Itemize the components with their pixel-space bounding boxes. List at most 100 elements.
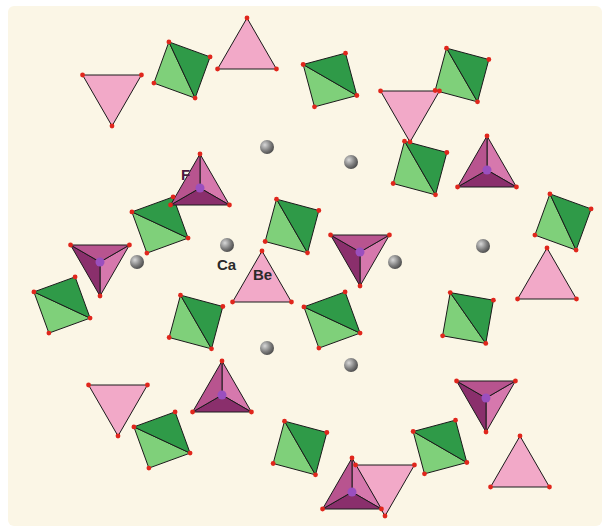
oxygen-atom — [353, 463, 358, 468]
oxygen-atom — [411, 429, 416, 434]
oxygen-atom — [208, 54, 213, 59]
oxygen-atom — [350, 456, 355, 461]
green-tetrahedron — [285, 421, 327, 475]
oxygen-atom — [391, 181, 396, 186]
oxygen-atom — [188, 451, 193, 456]
oxygen-atom — [320, 507, 325, 512]
oxygen-atom — [166, 40, 171, 45]
calcium-atom — [260, 140, 274, 154]
oxygen-atom — [88, 316, 93, 321]
oxygen-atom — [387, 233, 392, 238]
oxygen-atom — [316, 208, 321, 213]
oxygen-atom — [455, 185, 460, 190]
oxygen-atom — [144, 251, 149, 256]
green-tetrahedron — [181, 295, 223, 349]
oxygen-atom — [545, 246, 550, 251]
oxygen-atom — [146, 466, 151, 471]
green-tetrahedron — [34, 277, 90, 318]
oxygen-atom — [316, 346, 321, 351]
oxygen-atom — [313, 472, 318, 477]
calcium-atom — [220, 238, 234, 252]
f-tetrahedron — [323, 458, 352, 509]
oxygen-atom — [171, 195, 176, 200]
oxygen-atom — [440, 333, 445, 338]
oxygen-atom — [167, 335, 172, 340]
oxygen-atom — [245, 16, 250, 21]
atom-label: Be — [253, 266, 272, 283]
oxygen-atom — [168, 203, 173, 208]
be-tetrahedron — [491, 436, 550, 487]
oxygen-atom — [518, 434, 523, 439]
be-tetrahedron — [518, 248, 577, 299]
oxygen-atom — [589, 206, 594, 211]
oxygen-atom — [302, 304, 307, 309]
oxygen-atom — [152, 81, 157, 86]
oxygen-atom — [486, 57, 491, 62]
oxygen-atom — [116, 434, 121, 439]
calcium-atom — [344, 155, 358, 169]
oxygen-atom — [209, 346, 214, 351]
oxygen-atom — [86, 383, 91, 388]
oxygen-atom — [173, 410, 178, 415]
oxygen-atom — [271, 461, 276, 466]
oxygen-atom — [282, 419, 287, 424]
green-tetrahedron — [277, 199, 319, 253]
oxygen-atom — [190, 410, 195, 415]
green-tetrahedron — [413, 420, 467, 462]
oxygen-atom — [453, 418, 458, 423]
oxygen-atom — [186, 236, 191, 241]
oxygen-atom — [383, 514, 388, 519]
oxygen-atom — [515, 297, 520, 302]
oxygen-atom — [513, 379, 518, 384]
f-tetrahedron — [193, 361, 222, 412]
oxygen-atom — [402, 139, 407, 144]
oxygen-atom — [437, 89, 442, 94]
background-panel — [8, 6, 602, 526]
oxygen-atom — [274, 197, 279, 202]
calcium-atom — [476, 239, 490, 253]
calcium-atom — [130, 255, 144, 269]
fluorine-atom — [96, 258, 105, 267]
oxygen-atom — [130, 209, 135, 214]
oxygen-atom — [73, 275, 78, 280]
oxygen-atom — [263, 239, 268, 244]
f-tetrahedron — [458, 136, 487, 187]
oxygen-atom — [301, 62, 306, 67]
green-tetrahedron — [303, 53, 357, 95]
oxygen-atom — [475, 99, 480, 104]
oxygen-atom — [193, 96, 198, 101]
oxygen-atom — [343, 290, 348, 295]
oxygen-atom — [444, 46, 449, 51]
fluorine-atom — [356, 248, 365, 257]
f-tetrahedron — [171, 154, 200, 205]
oxygen-atom — [547, 485, 552, 490]
oxygen-atom — [485, 134, 490, 139]
oxygen-atom — [274, 67, 279, 72]
oxygen-atom — [343, 51, 348, 56]
be-tetrahedron — [218, 18, 277, 69]
be-tetrahedron — [89, 385, 148, 436]
oxygen-atom — [68, 243, 73, 248]
oxygen-atom — [454, 379, 459, 384]
calcium-atom — [260, 341, 274, 355]
oxygen-atom — [483, 341, 488, 346]
oxygen-atom — [178, 293, 183, 298]
green-tetrahedron — [550, 194, 591, 250]
oxygen-atom — [358, 284, 363, 289]
oxygen-atom — [110, 124, 115, 129]
oxygen-atom — [378, 89, 383, 94]
fluorine-atom — [218, 391, 227, 400]
oxygen-atom — [379, 507, 384, 512]
oxygen-atom — [491, 298, 496, 303]
be-tetrahedron — [233, 251, 292, 302]
oxygen-atom — [488, 485, 493, 490]
atom-label: Ca — [217, 256, 236, 273]
oxygen-atom — [249, 410, 254, 415]
fluorine-atom — [483, 166, 492, 175]
oxygen-atom — [358, 331, 363, 336]
green-tetrahedron — [304, 292, 360, 333]
oxygen-atom — [145, 383, 150, 388]
oxygen-atom — [574, 297, 579, 302]
calcium-atom — [388, 255, 402, 269]
oxygen-atom — [305, 250, 310, 255]
